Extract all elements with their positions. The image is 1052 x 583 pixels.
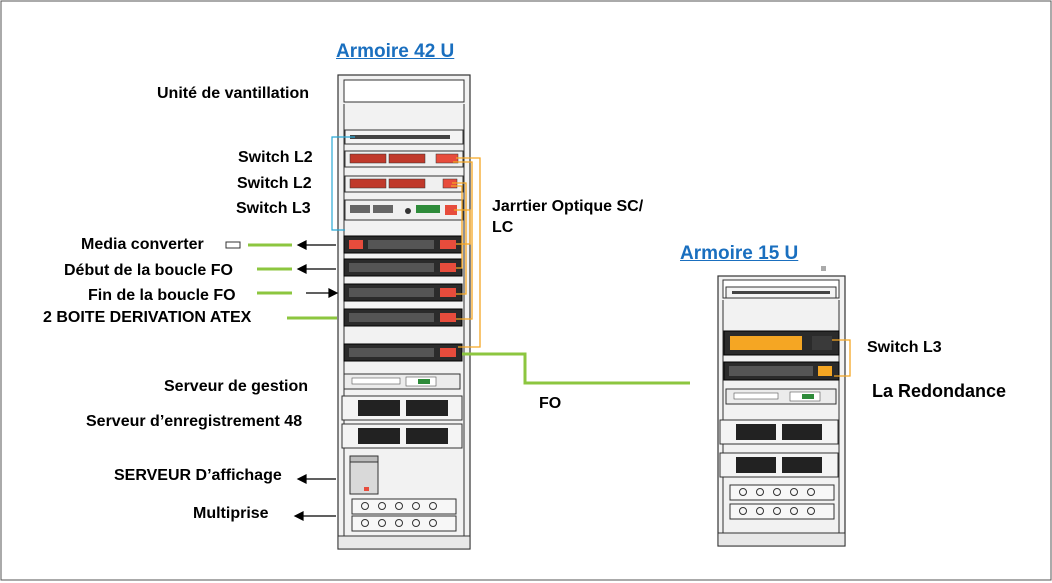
arrows — [293, 240, 339, 521]
media-converter-icon — [225, 241, 241, 249]
fo-unit-fin-boucle — [343, 283, 463, 302]
switch-l2-a-device — [344, 150, 464, 168]
label-media-converter: Media converter — [81, 236, 204, 253]
label-jarretier-line2: LC — [492, 219, 514, 236]
label-switch-l2-b: Switch L2 — [237, 175, 312, 192]
rack15-server-2 — [719, 419, 839, 445]
rack15-server-3 — [719, 452, 839, 478]
label-fin-boucle: Fin de la boucle FO — [88, 287, 236, 304]
patch-panel — [344, 129, 464, 145]
label-serveur-gestion: Serveur de gestion — [164, 378, 309, 395]
cyan-link — [331, 136, 355, 231]
rack15-patch-panel — [725, 286, 837, 299]
label-fo: FO — [539, 395, 562, 412]
rack15-server-1 — [725, 388, 837, 405]
rack15-multiprise-1 — [729, 484, 835, 501]
label-debut-boucle: Début de la boucle FO — [64, 262, 233, 279]
fo-unit-media-converter — [343, 235, 463, 254]
label-boite-derivation: 2 BOITE DERIVATION ATEX — [43, 309, 252, 326]
label-redondance: La Redondance — [872, 381, 1007, 401]
fo-unit-redundancy — [343, 343, 463, 362]
label-switch-l3-right: Switch L3 — [867, 339, 942, 356]
rack15-title: Armoire 15 U — [680, 243, 799, 264]
label-switch-l2-a: Switch L2 — [238, 149, 313, 166]
rack15-multiprise-2 — [729, 503, 835, 520]
rack15-jumper — [832, 339, 851, 377]
fo-unit-derivation-atex — [343, 308, 463, 327]
multiprise-device-1 — [351, 498, 457, 515]
label-multiprise: Multiprise — [193, 505, 269, 522]
server-gestion-device — [343, 373, 461, 390]
fo-inter-rack-link — [462, 352, 690, 385]
label-ventilation: Unité de vantillation — [157, 85, 310, 102]
multiprise-device-2 — [351, 515, 457, 532]
server-enregistrement-device-2 — [341, 423, 463, 449]
label-jarretier-line1: Jarrtier Optique SC/ — [492, 198, 644, 215]
switch-l2-b-device — [344, 175, 464, 193]
rack15-fo-unit — [723, 361, 840, 381]
fiber-stubs — [248, 243, 337, 320]
fo-unit-debut-boucle — [343, 258, 463, 277]
label-serveur-enregistrement: Serveur d’enregistrement 48 — [86, 413, 303, 430]
server-affichage-device — [349, 455, 379, 495]
label-serveur-affichage: SERVEUR D’affichage — [114, 467, 282, 484]
server-enregistrement-device-1 — [341, 395, 463, 421]
rack15-switch-l3-device — [723, 330, 840, 356]
switch-l3-device — [344, 199, 464, 221]
rack42-top-panel — [343, 79, 465, 103]
optical-jumpers — [451, 157, 481, 348]
rack42-title: Armoire 42 U — [336, 41, 455, 62]
label-switch-l3: Switch L3 — [236, 200, 311, 217]
